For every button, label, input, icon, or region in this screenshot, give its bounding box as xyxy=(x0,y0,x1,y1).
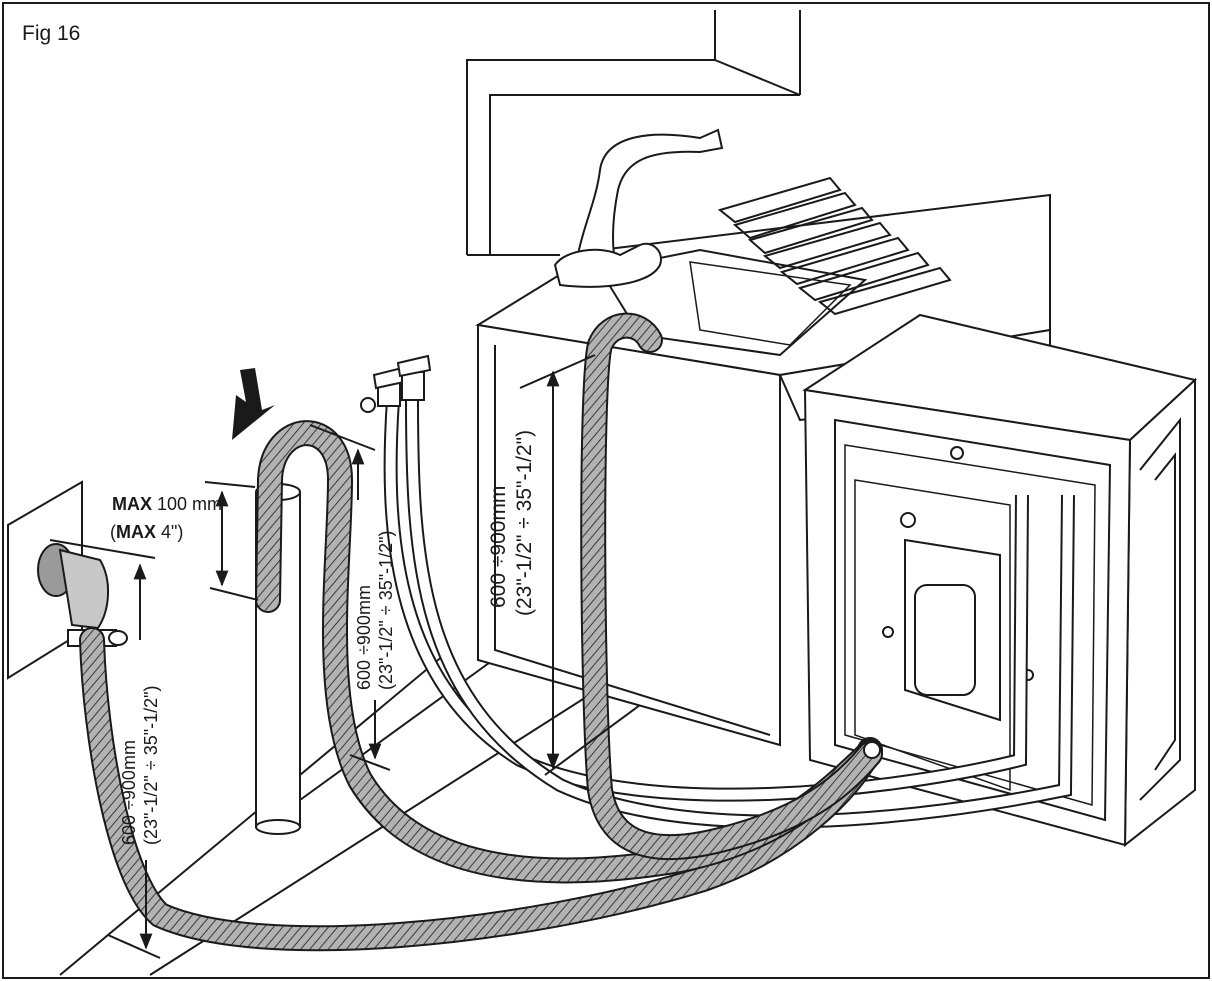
sink-height-mm: 600 ÷900mm xyxy=(487,486,510,608)
max-bold-text: MAX xyxy=(112,494,152,514)
max-open-paren: ( xyxy=(110,522,116,542)
water-taps xyxy=(360,354,432,413)
wall-outlet xyxy=(7,480,128,680)
max-100mm-label: MAX 100 mm xyxy=(112,494,222,514)
sink-height-label: 600 ÷900mm (23"-1/2" ÷ 35"-1/2") xyxy=(487,430,536,616)
drain-hoses xyxy=(79,312,883,952)
max-in-text: 4") xyxy=(156,522,183,542)
max-bold-text-2: MAX xyxy=(116,522,156,542)
standpipe-height-label: 600 ÷900mm (23"-1/2" ÷ 35"-1/2") xyxy=(354,530,396,690)
faucet xyxy=(553,128,724,288)
inlet-hoses xyxy=(383,399,1075,829)
sink-height-in: (23"-1/2" ÷ 35"-1/2") xyxy=(513,430,536,616)
figure-label: Fig 16 xyxy=(22,22,80,45)
washing-machine xyxy=(802,313,1198,848)
insert-direction-arrow-icon xyxy=(232,368,275,440)
wall-outlet-height-mm: 600 ÷900mm xyxy=(119,740,139,845)
dimension-lines xyxy=(49,354,641,959)
standpipe-height-mm: 600 ÷900mm xyxy=(354,585,374,690)
max-4in-label: (MAX 4") xyxy=(110,522,183,542)
wall-window xyxy=(466,10,801,256)
standpipe-height-in: (23"-1/2" ÷ 35"-1/2") xyxy=(376,530,396,690)
max-mm-text: 100 mm xyxy=(152,494,222,514)
wall-outlet-height-in: (23"-1/2" ÷ 35"-1/2") xyxy=(141,685,161,845)
wall-outlet-height-label: 600 ÷900mm (23"-1/2" ÷ 35"-1/2") xyxy=(119,685,161,845)
